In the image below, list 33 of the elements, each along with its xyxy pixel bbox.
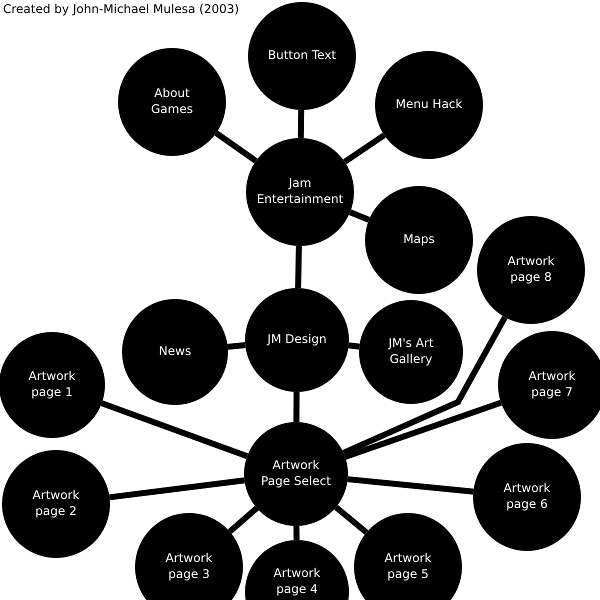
node-label: About Games: [150, 86, 194, 118]
node-label: Maps: [403, 232, 435, 248]
node-label: Artwork page 6: [502, 481, 552, 513]
node-label: Artwork page 7: [528, 369, 576, 401]
connector-line: [334, 504, 368, 535]
node-label: News: [158, 344, 192, 360]
node-label: JM's Art Gallery: [386, 336, 435, 368]
connector-line: [100, 400, 248, 460]
connector-line: [293, 392, 300, 422]
connector-line: [298, 110, 304, 138]
node-label: Artwork page 5: [384, 551, 432, 583]
connector-line: [214, 130, 258, 164]
node-label: JM Design: [267, 332, 327, 348]
node-label: Artwork page 1: [28, 369, 76, 401]
connector-line: [109, 477, 245, 500]
node-label: Jam Entertainment: [256, 176, 344, 208]
connector-line: [295, 246, 302, 288]
connector-line: [343, 132, 386, 164]
connector-line: [342, 316, 508, 456]
connector-line: [228, 506, 259, 534]
connector-line: [347, 476, 474, 495]
node-label: Artwork page 3: [164, 551, 214, 583]
node-label: Button Text: [268, 48, 336, 64]
connector-line: [227, 342, 246, 350]
node-label: Artwork page 8: [506, 254, 556, 286]
connector-line: [348, 342, 360, 350]
credit-note: Created by John-Michael Mulesa (2003): [3, 2, 240, 16]
node-label: Artwork page 2: [32, 488, 80, 520]
connector-line: [293, 526, 300, 540]
node-label: Menu Hack: [396, 97, 462, 113]
node-label: Artwork Page Select: [260, 458, 332, 490]
connector-line: [348, 209, 370, 223]
node-label: Artwork page 4: [272, 566, 322, 598]
